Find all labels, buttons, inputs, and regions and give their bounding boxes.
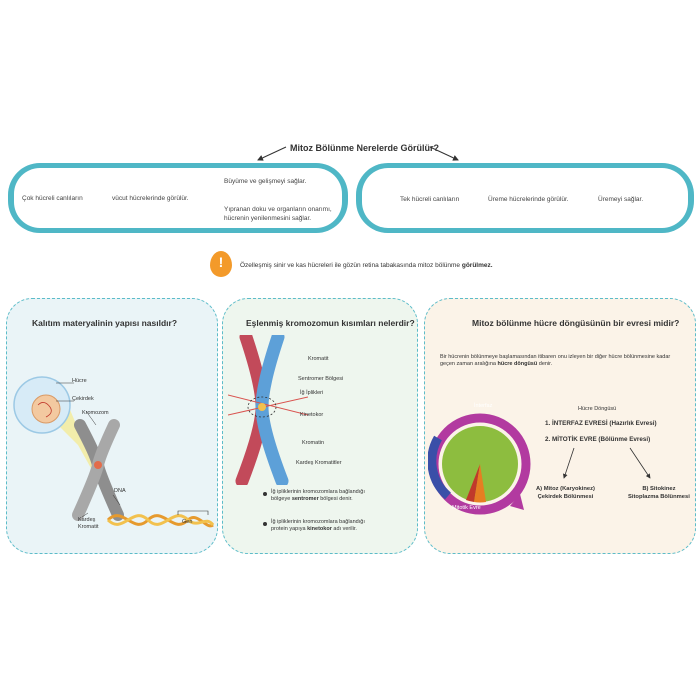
bullet2-text: İğ ipliklerinin kromozomlara bağlandığı … <box>271 519 365 533</box>
panel3-title: Mitoz bölünme hücre döngüsünün bir evres… <box>472 318 680 328</box>
label-kromatin: Kromatin <box>302 440 325 446</box>
sitokinez-slice <box>474 464 486 503</box>
bullet-1 <box>263 492 267 496</box>
right-end-text: Üremeyi sağlar. <box>598 196 644 203</box>
dna-helix-icon <box>106 514 215 528</box>
phase-arrows <box>562 447 651 479</box>
left-info-box <box>8 163 348 233</box>
left-branch2-line1: Yıpranan doku ve organların onarımı, <box>224 206 332 213</box>
ring-label-interfaz: İnterfaz <box>474 403 493 409</box>
right-start-text: Tek hücreli canlıların <box>400 196 460 203</box>
panel2-title: Eşlenmiş kromozomun kısımları nelerdir? <box>246 318 415 328</box>
right-info-box <box>356 163 694 233</box>
label-gen: Gen <box>182 519 193 525</box>
label-kromozom: Kromozom <box>82 410 109 416</box>
label-hucre: Hücre <box>72 378 87 384</box>
cycle-title: Hücre Döngüsü <box>578 406 617 412</box>
label-ig: İğ İplikleri <box>300 390 324 396</box>
note-text: Özelleşmiş sinir ve kas hücreleri ile gö… <box>240 262 493 269</box>
warning-icon: ! <box>210 251 232 277</box>
label-kinetokor: Kinetokor <box>300 412 324 418</box>
cycle-ring-blue <box>428 435 452 500</box>
gene-bracket <box>177 510 209 515</box>
label-kardes-kromatitler: Kardeş Kromatitler <box>296 460 342 466</box>
label-sentromer: Sentromer Bölgesi <box>298 376 344 382</box>
cycle-arrowhead <box>510 494 524 510</box>
ring-label-mitotik: Mitotik Evre <box>452 505 481 511</box>
phase2-text: 2. MİTOTİK EVRE (Bölünme Evresi) <box>545 436 651 443</box>
left-middle-text: vücut hücrelerinde görülür. <box>112 195 189 202</box>
panel1-title: Kalıtım materyalinin yapısı nasıldır? <box>32 318 178 328</box>
left-branch2-line2: hücrenin yenilenmesini sağlar. <box>224 215 312 222</box>
label-kromatit: Kromatit <box>308 356 329 362</box>
note-emphasis: görülmez. <box>461 262 493 269</box>
chromosome-parts-illustration <box>228 335 308 485</box>
genetic-material-illustration <box>13 376 215 528</box>
title-arrow-left <box>257 146 287 161</box>
sub-a-text: A) Mitoz (Karyokinez)Çekirdek Bölünmesi <box>536 486 595 500</box>
left-branch1-text: Büyüme ve gelişmeyi sağlar. <box>224 178 307 185</box>
chromosome-icon <box>72 419 124 521</box>
label-cekirdek: Çekirdek <box>72 396 94 402</box>
right-middle-text: Üreme hücrelerinde görülür. <box>488 196 569 203</box>
phase1-text: 1. İNTERFAZ EVRESİ (Hazırlık Evresi) <box>545 420 657 427</box>
page-title: Mitoz Bölünme Nerelerde Görülür? <box>290 143 440 153</box>
bullet1-text: İğ ipliklerinin kromozomlara bağlandığı … <box>271 489 365 503</box>
label-dna: DNA <box>114 488 126 494</box>
left-start-text: Çok hücreli canlıların <box>22 195 83 202</box>
nucleus-icon <box>31 394 61 424</box>
bullet-2 <box>263 522 267 526</box>
panel3-desc: Bir hücrenin bölünmeye başlamasından iti… <box>440 354 671 368</box>
cell-cycle-diagram <box>428 413 531 515</box>
mitoz-slice <box>466 464 480 502</box>
zoom-beam <box>40 405 106 495</box>
